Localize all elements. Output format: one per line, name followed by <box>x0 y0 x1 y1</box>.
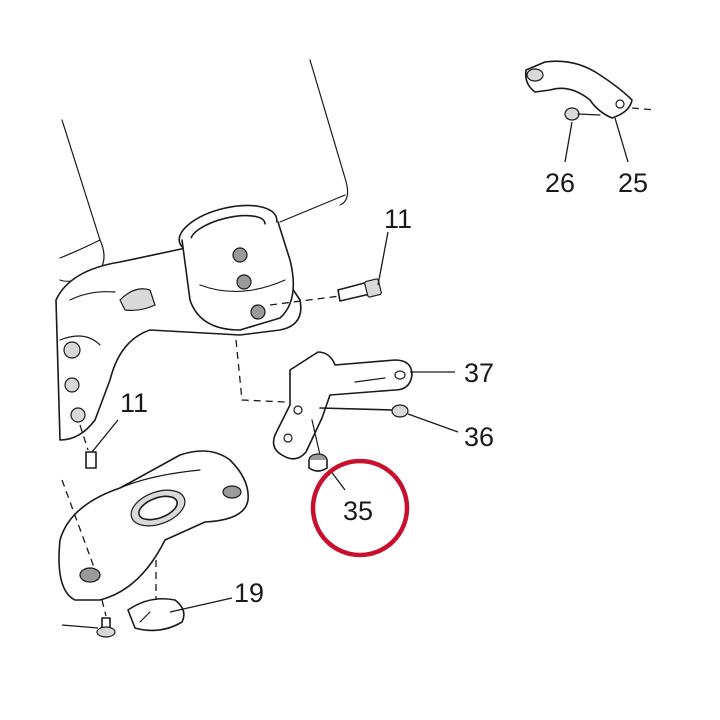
cover-cap-19 <box>127 560 233 632</box>
bracket-37 <box>235 339 455 460</box>
screw-36 <box>319 404 459 433</box>
lower-screw <box>61 599 116 638</box>
callout-11-left: 11 <box>120 388 148 418</box>
bolt-11-left <box>61 419 119 571</box>
mirror-bracket-25 <box>524 60 656 163</box>
bolt-11-upper <box>269 231 389 306</box>
callout-11-upper: 11 <box>384 204 412 234</box>
spacer-35 <box>308 419 346 491</box>
callout-35: 35 <box>343 496 373 526</box>
highlight-ring-35 <box>310 458 410 558</box>
screw-26 <box>564 107 601 163</box>
lower-clamp <box>58 450 249 601</box>
callout-19: 19 <box>234 578 264 608</box>
callout-37: 37 <box>464 358 494 388</box>
callout-25: 25 <box>618 168 648 198</box>
callout-26: 26 <box>545 168 575 198</box>
handlebar-clamp <box>178 194 346 331</box>
callout-36: 36 <box>464 422 494 452</box>
